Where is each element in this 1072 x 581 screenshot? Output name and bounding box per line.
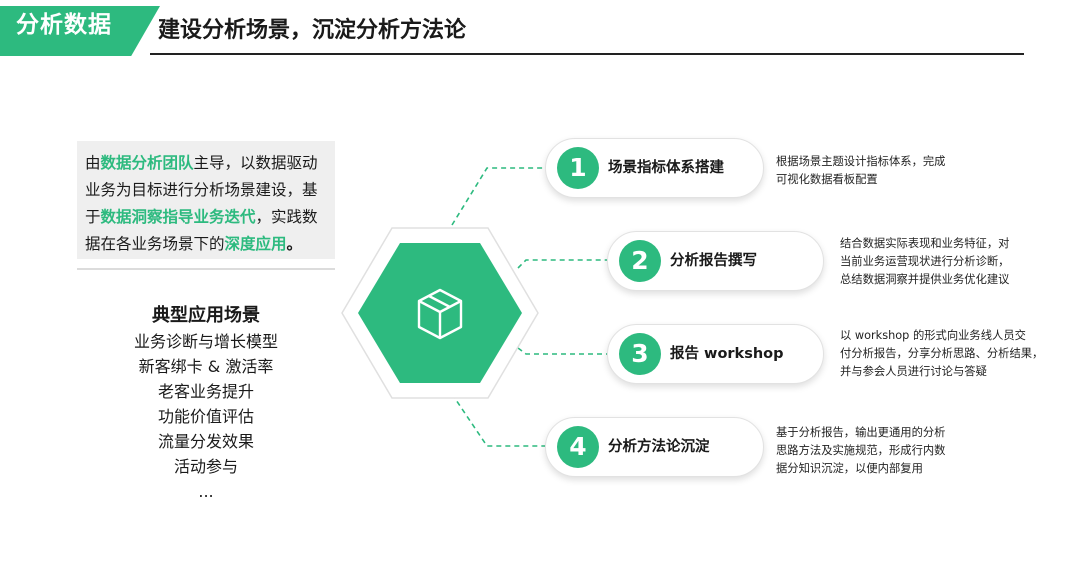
step-1-desc-line: 可视化数据看板配置: [776, 173, 878, 186]
section-tag-label: 分析数据: [16, 12, 112, 38]
step-4-desc-line: 基于分析报告，输出更通用的分析: [776, 426, 946, 439]
page-title: 建设分析场景，沉淀分析方法论: [158, 18, 467, 43]
step-2-card: 2 分析报告撰写: [607, 231, 824, 291]
intro-highlight: 深度应用: [224, 235, 287, 253]
step-3-description: 以 workshop 的形式向业务线人员交 付分析报告，分享分析思路、分析结果，…: [840, 327, 1043, 381]
scene-item: 流量分发效果: [157, 432, 254, 451]
box-icon: [417, 288, 463, 340]
step-4-label: 分析方法论沉淀: [608, 439, 710, 455]
step-2-label: 分析报告撰写: [670, 253, 757, 269]
scenes-list: 典型应用场景 业务诊断与增长模型 新客绑卡 & 激活率 老客业务提升 功能价值评…: [77, 303, 335, 504]
step-1-label: 场景指标体系搭建: [608, 160, 724, 176]
intro-text: 由: [85, 154, 101, 172]
scene-item: 活动参与: [173, 457, 238, 476]
step-4-number: 4: [557, 426, 599, 468]
scene-item: ...: [198, 482, 214, 501]
step-4-desc-line: 思路方法及实施规范，形成行内数: [776, 444, 946, 457]
step-2-number: 2: [619, 240, 661, 282]
scene-item: 功能价值评估: [157, 407, 254, 426]
title-divider: [150, 53, 1024, 55]
intro-text: 。: [286, 235, 303, 253]
step-3-desc-line: 并与参会人员进行讨论与答疑: [840, 365, 987, 378]
connector-lines: [451, 167, 607, 447]
scenes-title: 典型应用场景: [152, 305, 260, 326]
scene-item: 新客绑卡 & 激活率: [138, 357, 274, 376]
step-4-description: 基于分析报告，输出更通用的分析 思路方法及实施规范，形成行内数 据分知识沉淀，以…: [776, 424, 945, 478]
step-2-description: 结合数据实际表现和业务特征，对 当前业务运营现状进行分析诊断， 总结数据洞察并提…: [840, 235, 1009, 289]
scene-item: 业务诊断与增长模型: [133, 332, 278, 351]
section-tag: [0, 6, 160, 56]
step-3-desc-line: 付分析报告，分享分析思路、分析结果，: [840, 347, 1044, 360]
step-2-desc-line: 当前业务运营现状进行分析诊断，: [840, 255, 1010, 268]
scene-item: 老客业务提升: [157, 382, 254, 401]
step-1-number: 1: [557, 147, 599, 189]
step-3-label: 报告 workshop: [670, 346, 784, 362]
step-3-desc-line: 以 workshop 的形式向业务线人员交: [840, 329, 1026, 342]
intro-highlight: 数据分析团队: [100, 154, 194, 172]
step-1-description: 根据场景主题设计指标体系，完成 可视化数据看板配置: [776, 153, 945, 189]
step-2-desc-line: 结合数据实际表现和业务特征，对: [840, 237, 1010, 250]
intro-panel: 由数据分析团队主导，以数据驱动业务为目标进行分析场景建设，基于数据洞察指导业务迭…: [77, 141, 335, 259]
step-2-desc-line: 总结数据洞察并提供业务优化建议: [840, 273, 1010, 286]
step-4-desc-line: 据分知识沉淀，以便内部复用: [776, 462, 923, 475]
intro-text: 主导，以数据驱动业务为目标进行分析场景建设，基于: [85, 154, 318, 226]
step-4-card: 4 分析方法论沉淀: [545, 417, 764, 477]
intro-text: ，实践数据在各业务场景下的: [85, 208, 318, 253]
intro-highlight: 数据洞察指导业务迭代: [100, 208, 256, 226]
step-1-desc-line: 根据场景主题设计指标体系，完成: [776, 155, 946, 168]
intro-divider: [77, 268, 335, 270]
step-1-card: 1 场景指标体系搭建: [545, 138, 764, 198]
step-3-number: 3: [619, 333, 661, 375]
step-3-card: 3 报告 workshop: [607, 324, 824, 384]
